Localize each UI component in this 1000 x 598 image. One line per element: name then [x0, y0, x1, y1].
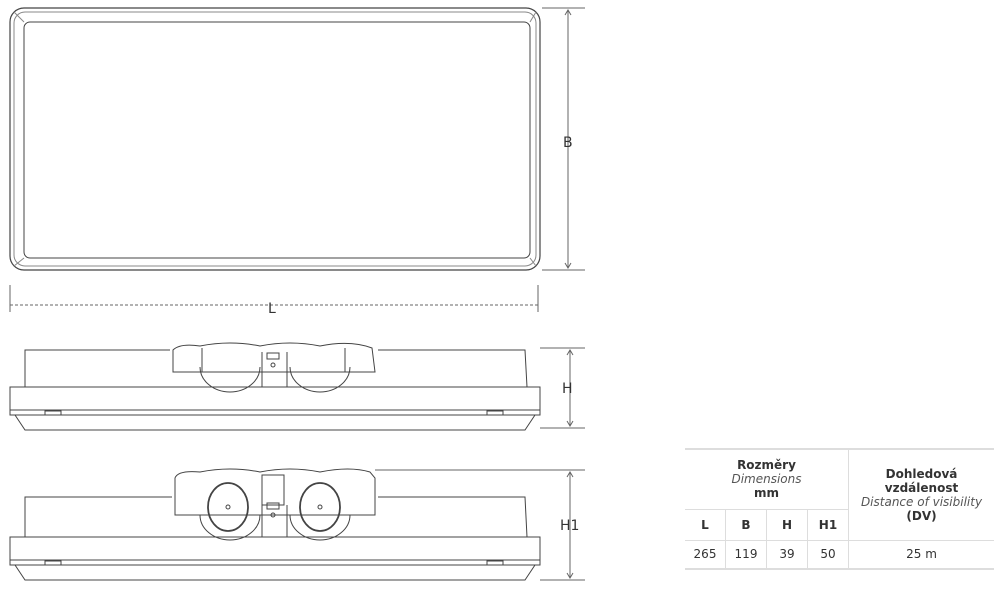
dimension-L	[9, 285, 539, 312]
dimensions-unit: mm	[753, 486, 779, 501]
dimension-B	[542, 7, 585, 271]
dimensions-header: Rozměry Dimensions mm	[685, 448, 849, 510]
value-H: 39	[766, 539, 808, 570]
dimensions-table: Rozměry Dimensions mm Dohledová vzdáleno…	[685, 448, 994, 570]
value-H1: 50	[807, 539, 849, 570]
side-view	[9, 342, 541, 431]
dimensions-header-en: Dimensions	[731, 472, 802, 487]
value-L: 265	[685, 539, 726, 570]
column-header-H: H	[766, 508, 808, 541]
value-visibility: 25 m	[848, 539, 994, 570]
dimension-label-B: B	[563, 135, 573, 151]
column-header-L: L	[685, 508, 726, 541]
dimension-H1	[375, 469, 585, 581]
column-header-B: B	[725, 508, 767, 541]
visibility-header-cz: Dohledová vzdálenost	[884, 466, 959, 495]
dimension-label-H: H	[562, 381, 573, 397]
dimension-label-L: L	[268, 301, 276, 317]
value-B: 119	[725, 539, 767, 570]
dimension-label-H1: H1	[560, 518, 579, 534]
visibility-header-abbr: (DV)	[906, 508, 937, 523]
visibility-header-en: Distance of visibility	[860, 494, 983, 509]
dimension-H	[540, 347, 585, 429]
table-row: 265 119 39 50 25 m	[685, 539, 994, 570]
side-view-open	[9, 468, 541, 581]
visibility-header: Dohledová vzdálenost Distance of visibil…	[848, 448, 994, 541]
column-header-H1: H1	[807, 508, 849, 541]
top-view	[9, 7, 541, 271]
dimensions-header-cz: Rozměry	[737, 458, 796, 473]
